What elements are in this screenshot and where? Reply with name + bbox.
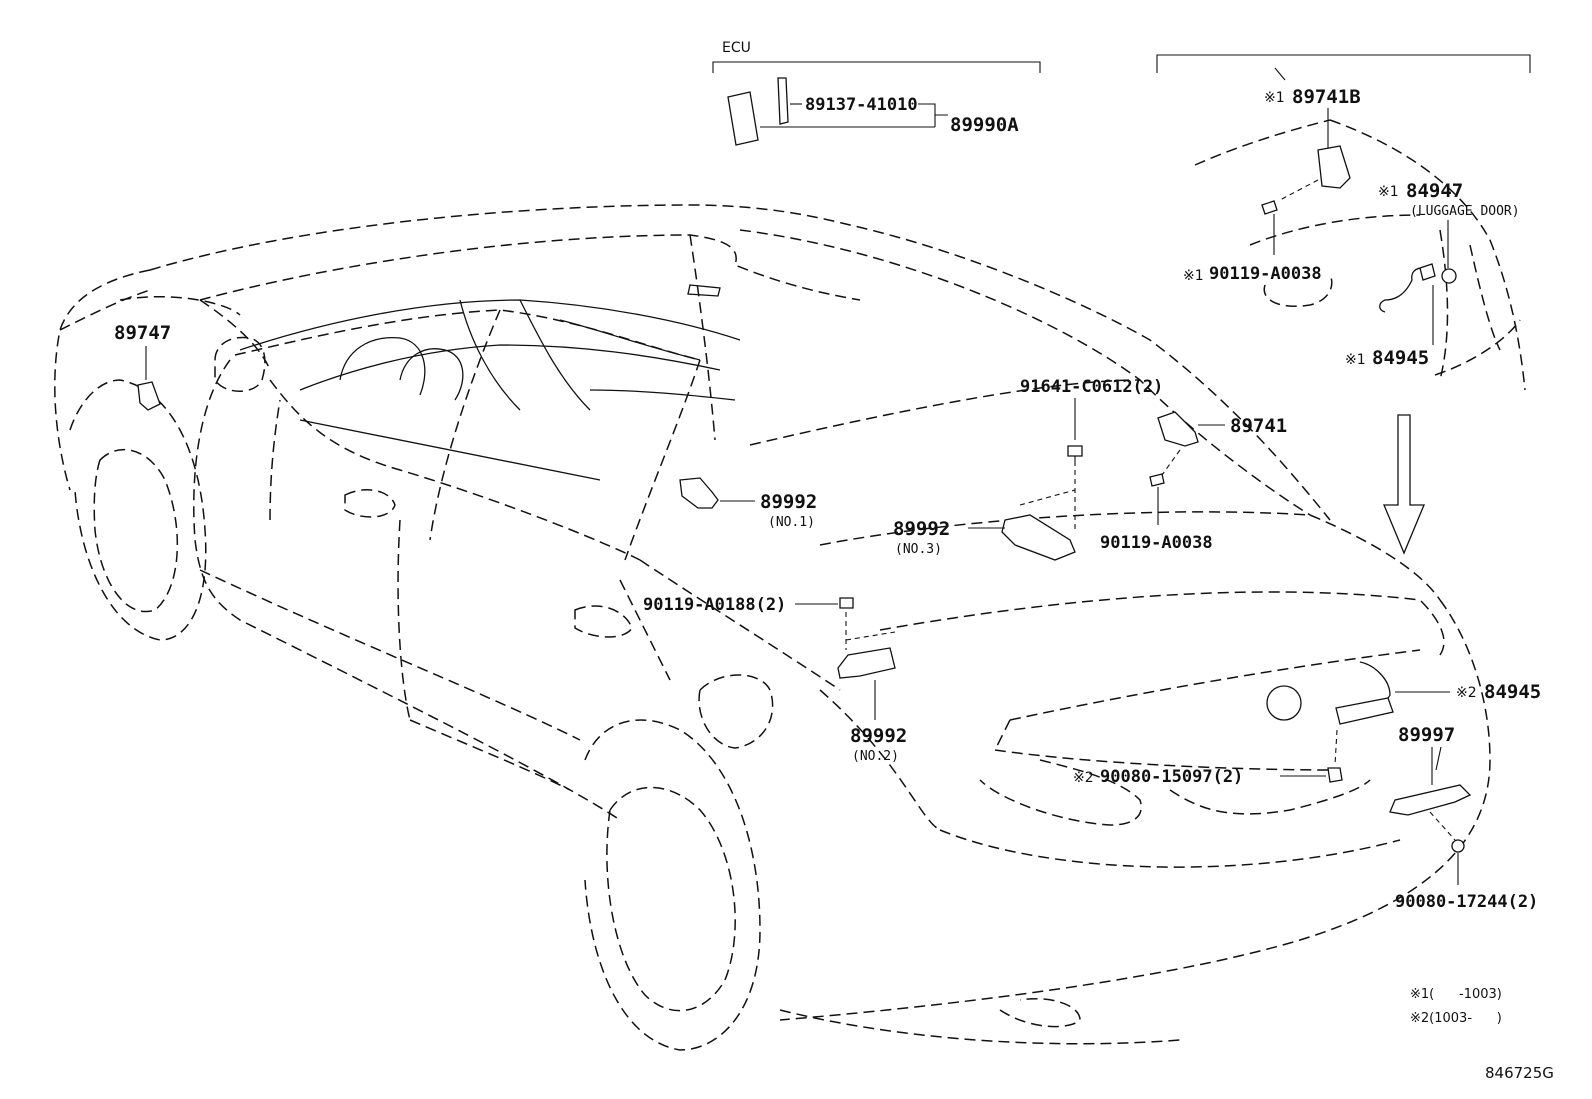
part-90080-17244-label: 90080-17244(2) [1395, 892, 1538, 912]
part-84947-label: 84947 [1406, 180, 1463, 202]
mark-1-90119-top: ※1 [1183, 268, 1204, 284]
rear-parts-group: ※2 84945 89997 90080-17244(2) ※2 90080-1… [1073, 661, 1541, 912]
legend: ※1( -1003) ※2(1003- ) 846725G [1410, 987, 1554, 1082]
mark-1-84945-top: ※1 [1345, 352, 1366, 368]
ecu-label: ECU [722, 40, 751, 56]
drawing-code: 846725G [1485, 1064, 1554, 1082]
nut-90080-17244-icon [1451, 839, 1465, 853]
harness-84945-icon [1379, 267, 1429, 313]
bolt-90119-A0188-icon [839, 597, 854, 609]
part-89741-group: 89741 90119-A0038 [1100, 411, 1287, 553]
part-84945-bottom-label: 84945 [1484, 681, 1541, 703]
part-91641-label: 91641-C0612(2) [1020, 377, 1163, 397]
part-89741B-label: 89741B [1292, 86, 1361, 108]
sensor-89992-no1-icon [679, 477, 719, 509]
mark-1-89741B: ※1 [1264, 90, 1285, 106]
direction-arrow [1383, 414, 1425, 555]
sensor-89992-no2-icon [837, 647, 896, 679]
part-84945-top-label: 84945 [1372, 347, 1429, 369]
part-89990A-label: 89990A [950, 114, 1019, 136]
bolt-90119-icon [1261, 200, 1278, 215]
part-89137-41010-label: 89137-41010 [805, 95, 918, 115]
switch-84947-icon [1441, 268, 1457, 284]
part-90119-A0038-top-label: 90119-A0038 [1209, 264, 1322, 284]
ecu-module-icon [727, 91, 759, 146]
sensor-89741-icon [1157, 411, 1199, 447]
part-84947-note: (LUGGAGE DOOR) [1410, 204, 1520, 219]
bolt-91641-icon [1067, 445, 1083, 457]
trunk-handle-icon [1335, 697, 1394, 725]
luggage-door-inset: ※1 89741B ※1 90119-A0038 ※1 84947 (LUGGA… [1156, 54, 1531, 391]
part-89992-no2-label: 89992 [850, 725, 907, 747]
part-90119-A0188-label: 90119-A0188(2) [643, 595, 786, 615]
part-89992-no2-note: (NO.2) [852, 749, 899, 764]
sensor-89741B-icon [1317, 145, 1351, 189]
part-90119-A0038-mid-label: 90119-A0038 [1100, 533, 1213, 553]
mark-2-84945: ※2 [1456, 685, 1477, 701]
interior-dashboard [239, 284, 741, 481]
part-90080-15097-label: 90080-15097(2) [1100, 767, 1243, 787]
part-89747-label: 89747 [114, 322, 171, 344]
legend-line-1: ※1( -1003) [1410, 987, 1502, 1002]
clip-90080-15097-icon [1327, 767, 1343, 783]
emblem-icon [1266, 685, 1302, 721]
part-89997-label: 89997 [1398, 724, 1455, 746]
bolt-90119-mid-icon [1149, 473, 1165, 487]
part-89747-group: 89747 [114, 322, 171, 411]
part-89741-label: 89741 [1230, 415, 1287, 437]
mark-2-90080-15097: ※2 [1073, 770, 1094, 786]
car-outline [54, 204, 1491, 1051]
sensor-89997-icon [1389, 784, 1472, 816]
sensor-89992-no3-icon [1001, 514, 1076, 561]
part-89992-no1-note: (NO.1) [768, 515, 815, 530]
ecu-group: ECU 89137-41010 89990A [712, 40, 1041, 146]
legend-line-2: ※2(1003- ) [1410, 1011, 1502, 1026]
part-89992-no1-group: 89992 (NO.1) [679, 477, 817, 530]
mark-1-84947: ※1 [1378, 184, 1399, 200]
part-89992-no3-label: 89992 [893, 518, 950, 540]
sensor-89747-icon [137, 381, 161, 411]
part-89992-no1-label: 89992 [760, 491, 817, 513]
part-89992-no3-note: (NO.3) [895, 542, 942, 557]
ecu-card-icon [777, 77, 789, 125]
part-89992-no3-group: 91641-C0612(2) 89992 (NO.3) [893, 377, 1163, 561]
part-89992-no2-group: 90119-A0188(2) 89992 (NO.2) [643, 595, 907, 764]
